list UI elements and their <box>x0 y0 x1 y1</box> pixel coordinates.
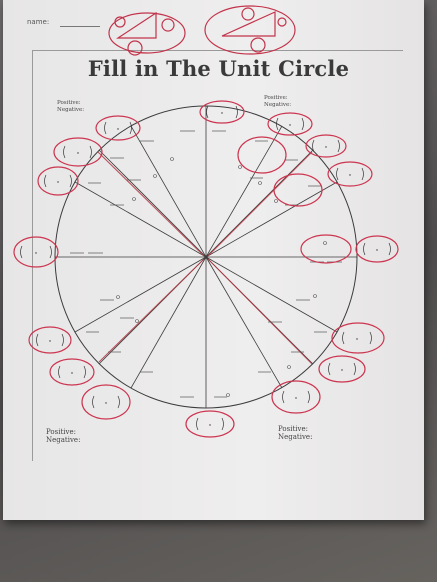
triangle-doodle-right <box>204 5 296 55</box>
negative-label: Negative: <box>57 106 85 113</box>
bubble-0 <box>355 235 399 263</box>
negative-label: Negative: <box>46 436 81 444</box>
negative-label: Negative: <box>264 101 292 108</box>
worksheet-paper <box>3 0 424 520</box>
bubble-150 <box>37 166 79 196</box>
name-label: name: <box>27 18 50 26</box>
bubble-0b <box>300 234 352 264</box>
red-pencil-traces <box>97 151 313 365</box>
bubble-330 <box>331 322 385 354</box>
positive-label: Positive: <box>46 428 76 436</box>
coordinate-bubbles <box>13 100 399 438</box>
answer-blanks <box>70 130 342 398</box>
circle-radii <box>55 106 357 408</box>
bubble-45b <box>305 134 347 158</box>
bubble-180 <box>13 236 59 268</box>
bubble-300 <box>271 380 321 414</box>
bubble-30b <box>273 173 323 207</box>
coordinate-separators <box>35 112 378 426</box>
name-line <box>60 26 100 27</box>
bubble-60 <box>267 112 313 136</box>
bubble-90 <box>199 100 245 124</box>
quadrant-label-bottom-left: Positive: Negative: <box>46 428 80 444</box>
bubble-135 <box>53 137 103 167</box>
bubble-120 <box>95 115 141 141</box>
bubble-315 <box>318 355 366 383</box>
bubble-225 <box>49 358 95 386</box>
quadrant-label-top-right: Positive: Negative: <box>264 95 291 108</box>
bubble-45 <box>237 136 287 174</box>
point-markers <box>116 157 327 397</box>
bubble-30 <box>327 161 373 187</box>
quadrant-label-top-left: Positive: Negative: <box>57 100 84 113</box>
coordinate-parentheses <box>20 105 391 431</box>
positive-label: Positive: <box>278 425 308 433</box>
bubble-240 <box>81 384 131 420</box>
positive-label: Positive: <box>264 95 288 101</box>
worksheet-frame <box>32 50 403 461</box>
triangle-doodle-left <box>108 11 186 56</box>
negative-label: Negative: <box>278 433 313 441</box>
quadrant-label-bottom-right: Positive: Negative: <box>278 425 312 441</box>
bubble-210 <box>28 326 72 354</box>
positive-label: Positive: <box>57 100 81 106</box>
bubble-270 <box>185 410 235 438</box>
worksheet-title: Fill in The Unit Circle <box>87 56 350 81</box>
